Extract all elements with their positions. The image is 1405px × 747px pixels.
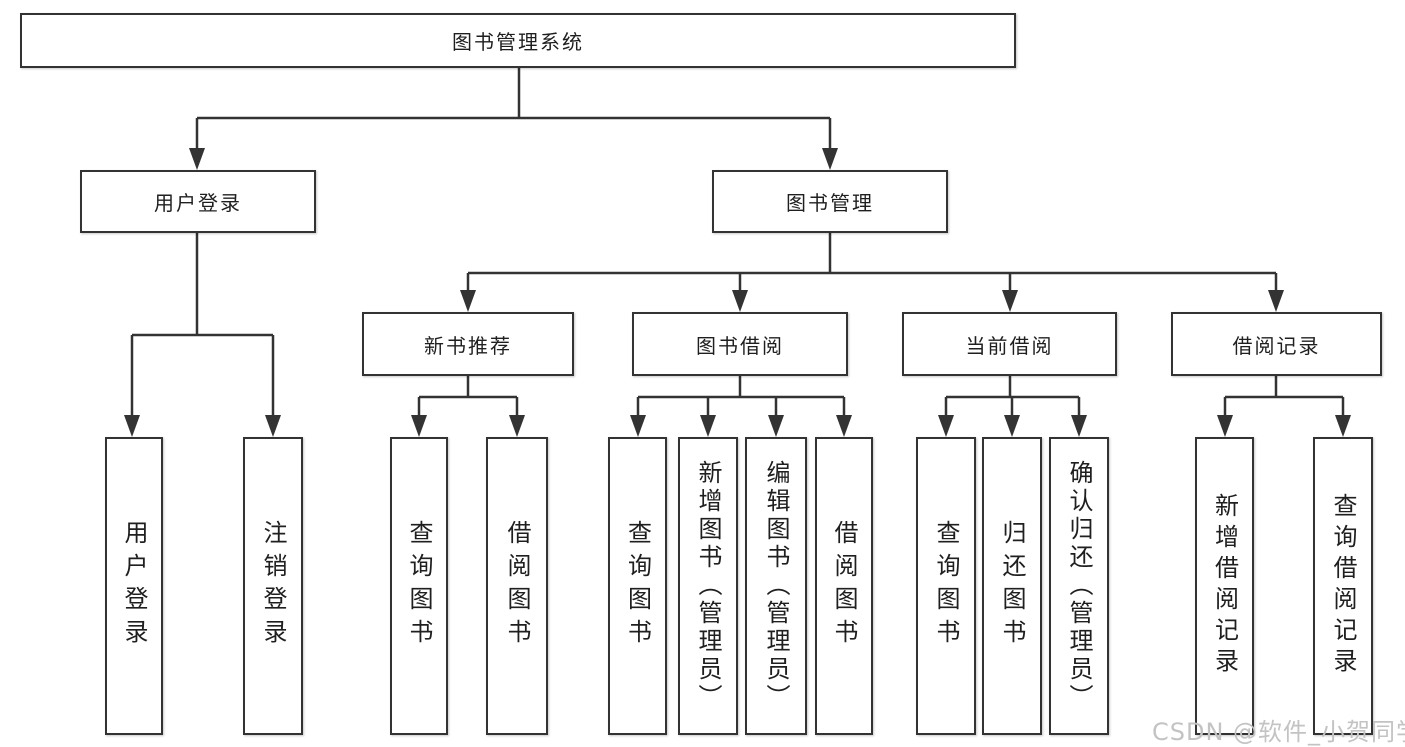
leaf-current-query: 查询图书 (916, 437, 976, 735)
node-book-management: 图书管理 (712, 170, 948, 233)
watermark: CSDN @软件_小贺同学 (1152, 718, 1405, 746)
leaf-current-confirm-admin: 确认归还（管理员） (1049, 437, 1109, 735)
leaf-user-login: 用户登录 (105, 437, 163, 735)
node-root: 图书管理系统 (20, 13, 1016, 68)
node-new-book-recommend: 新书推荐 (362, 312, 574, 376)
leaf-borrow-query: 查询图书 (608, 437, 667, 735)
leaf-borrow-edit-admin: 编辑图书（管理员） (745, 437, 807, 735)
leaf-current-return: 归还图书 (982, 437, 1042, 735)
connector-paths (130, 68, 1345, 417)
leaf-newbook-borrow: 借阅图书 (486, 437, 548, 735)
leaf-borrow-add-admin: 新增图书（管理员） (678, 437, 738, 735)
leaf-records-add: 新增借阅记录 (1195, 437, 1254, 735)
leaf-logout: 注销登录 (243, 437, 303, 735)
node-book-borrow: 图书借阅 (632, 312, 848, 376)
leaf-borrow-borrow: 借阅图书 (815, 437, 873, 735)
node-borrow-records: 借阅记录 (1171, 312, 1382, 376)
arrowheads (124, 148, 1351, 437)
node-current-borrow: 当前借阅 (902, 312, 1117, 376)
node-user-login: 用户登录 (80, 170, 316, 233)
leaf-newbook-query: 查询图书 (390, 437, 448, 735)
leaf-records-query: 查询借阅记录 (1313, 437, 1373, 735)
